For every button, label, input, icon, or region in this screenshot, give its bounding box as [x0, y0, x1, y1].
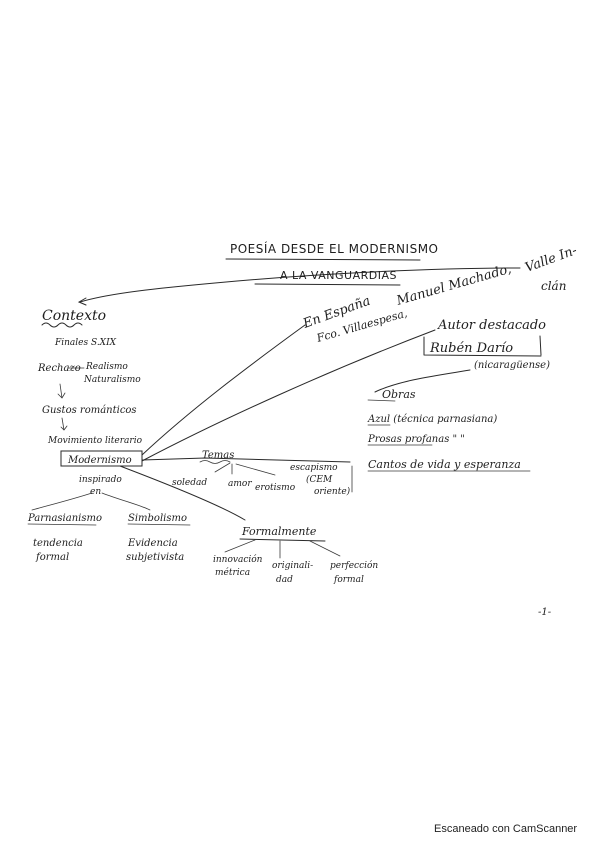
label-escapismo: escapismo: [290, 463, 338, 473]
label-metrica: métrica: [215, 567, 250, 578]
label-en: en: [90, 487, 101, 497]
label-simbolismo: Simbolismo: [128, 513, 187, 524]
line-to-en-espana: [141, 324, 306, 456]
page-number: -1-: [538, 607, 552, 618]
obra-azul: Azul (técnica parnasiana): [367, 414, 497, 425]
obras-list: Obras Azul (técnica parnasiana) Prosas p…: [367, 388, 521, 471]
label-parnasianismo: Parnasianismo: [27, 513, 102, 524]
obra-prosas-profanas: Prosas profanas " ": [367, 434, 465, 445]
arc-title-to-contexto: [79, 267, 521, 303]
label-finales-s-xix: Finales S.XIX: [54, 338, 117, 348]
label-originalidad-2: dad: [276, 575, 293, 585]
label-evidencia: Evidencia: [127, 538, 178, 549]
label-rechazo: Rechazo: [37, 363, 81, 374]
label-tendencia: tendencia: [33, 538, 83, 549]
label-realismo: Realismo: [85, 362, 128, 372]
line-to-autor: [141, 329, 436, 462]
title: POESÍA DESDE EL MODERNISMO A LA VANGUARD…: [230, 241, 439, 282]
label-oriente: oriente): [314, 486, 351, 497]
modernismo-box: [60, 450, 143, 467]
label-originalidad-1: originali-: [272, 561, 313, 571]
label-gustos-romanticos: Gustos románticos: [42, 405, 137, 416]
label-temas: Temas: [202, 450, 234, 461]
label-formal: formal: [35, 552, 69, 563]
temas-branch: Temas soledad amor erotismo escapismo (C…: [172, 450, 351, 497]
label-autor-destacado: Autor destacado: [437, 318, 546, 333]
label-amor: amor: [228, 479, 252, 489]
label-soledad: soledad: [172, 478, 207, 488]
label-contexto: Contexto: [42, 308, 106, 324]
label-erotismo: erotismo: [255, 483, 296, 493]
label-modernismo: Modernismo: [67, 455, 132, 466]
label-perfeccion-formal: formal: [333, 575, 364, 585]
label-subjetivista: subjetivista: [126, 552, 184, 563]
label-nicaraguense: (nicaragüense): [474, 360, 550, 371]
label-perfeccion: perfección: [330, 560, 378, 571]
label-innovacion: innovación: [213, 554, 263, 565]
connector-lines: [27, 258, 542, 559]
title-line-1: POESÍA DESDE EL MODERNISMO: [230, 241, 439, 256]
label-ruben-dario: Rubén Darío: [429, 341, 513, 356]
label-obras: Obras: [382, 388, 416, 401]
label-formalmente: Formalmente: [241, 525, 317, 538]
label-movimiento-literario: Movimiento literario: [47, 436, 143, 446]
label-inspirado: inspirado: [79, 475, 122, 485]
label-valle-inclan-1: Valle In-: [523, 243, 579, 276]
label-cem: (CEM: [306, 474, 333, 485]
obra-cantos: Cantos de vida y esperanza: [368, 458, 521, 471]
label-valle-inclan-2: clán: [541, 279, 566, 293]
label-naturalismo: Naturalismo: [83, 375, 141, 385]
title-line-2: A LA VANGUARDIAS: [280, 269, 397, 282]
camscanner-footer: Escaneado con CamScanner: [434, 823, 578, 835]
formalmente-branch: Formalmente innovación métrica originali…: [213, 525, 378, 585]
contexto-branch: Contexto Finales S.XIX Rechazo Realismo …: [27, 308, 187, 563]
